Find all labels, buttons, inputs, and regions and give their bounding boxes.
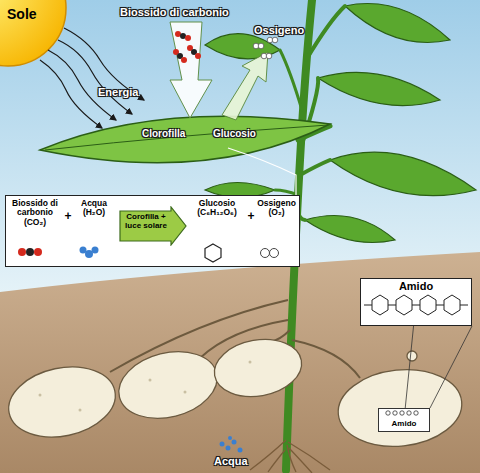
leader-line: [430, 326, 472, 408]
node-text: +: [62, 210, 74, 223]
part-label: Biossido di carbonio: [120, 6, 229, 18]
main-leaf: [40, 116, 330, 163]
part-label: Energia: [98, 86, 138, 98]
water-drops: [220, 436, 243, 453]
glucose-flow: [228, 148, 296, 195]
co2-arrow: [170, 22, 212, 118]
node-text: +: [245, 210, 257, 223]
reaction-arrow: Corofilla + luce solare: [119, 206, 187, 246]
tuber-eyes: [39, 361, 422, 427]
tubers: [2, 333, 466, 452]
co2-molecules: [173, 31, 201, 63]
leader-connector: [405, 326, 413, 408]
sky: [0, 0, 480, 300]
small-starch-chain: [386, 411, 418, 415]
node-text: Acqua (H₂O): [72, 199, 116, 218]
part-label: Clorofilla: [142, 128, 185, 139]
node-text: Glucosio (C₆H₁₂O₆): [187, 199, 247, 218]
sun-rays: [40, 28, 144, 128]
part-label: Sole: [7, 6, 37, 22]
node-text: Amido: [379, 420, 429, 429]
equation-panel: Biossido di carbonio (CO₂)+Acqua (H₂O)Gl…: [5, 195, 300, 267]
leaf-vein: [45, 125, 328, 150]
small-starch-box: Amido: [378, 408, 430, 432]
node-text: Amido: [361, 280, 471, 292]
o2-molecules: [253, 37, 278, 59]
node-text: Corofilla + luce solare: [121, 213, 171, 231]
o2-arrow: [222, 52, 268, 120]
part-label: Acqua: [214, 455, 248, 467]
equation-panel-bg: [5, 195, 300, 267]
sun: [0, 0, 66, 66]
roots: [250, 440, 330, 473]
node-text: Biossido di carbonio (CO₂): [7, 199, 63, 227]
soil: [0, 252, 480, 473]
small-starch-box-bg: [378, 408, 430, 432]
starch-box: Amido: [360, 278, 472, 326]
node-text: Ossigeno (O₂): [254, 199, 299, 218]
starch-chain: [364, 295, 468, 315]
starch-box-bg: [360, 278, 472, 326]
part-label: Glucosio: [213, 128, 256, 139]
panel-molecules: [18, 244, 279, 262]
part-label: Ossigeno: [254, 24, 304, 36]
